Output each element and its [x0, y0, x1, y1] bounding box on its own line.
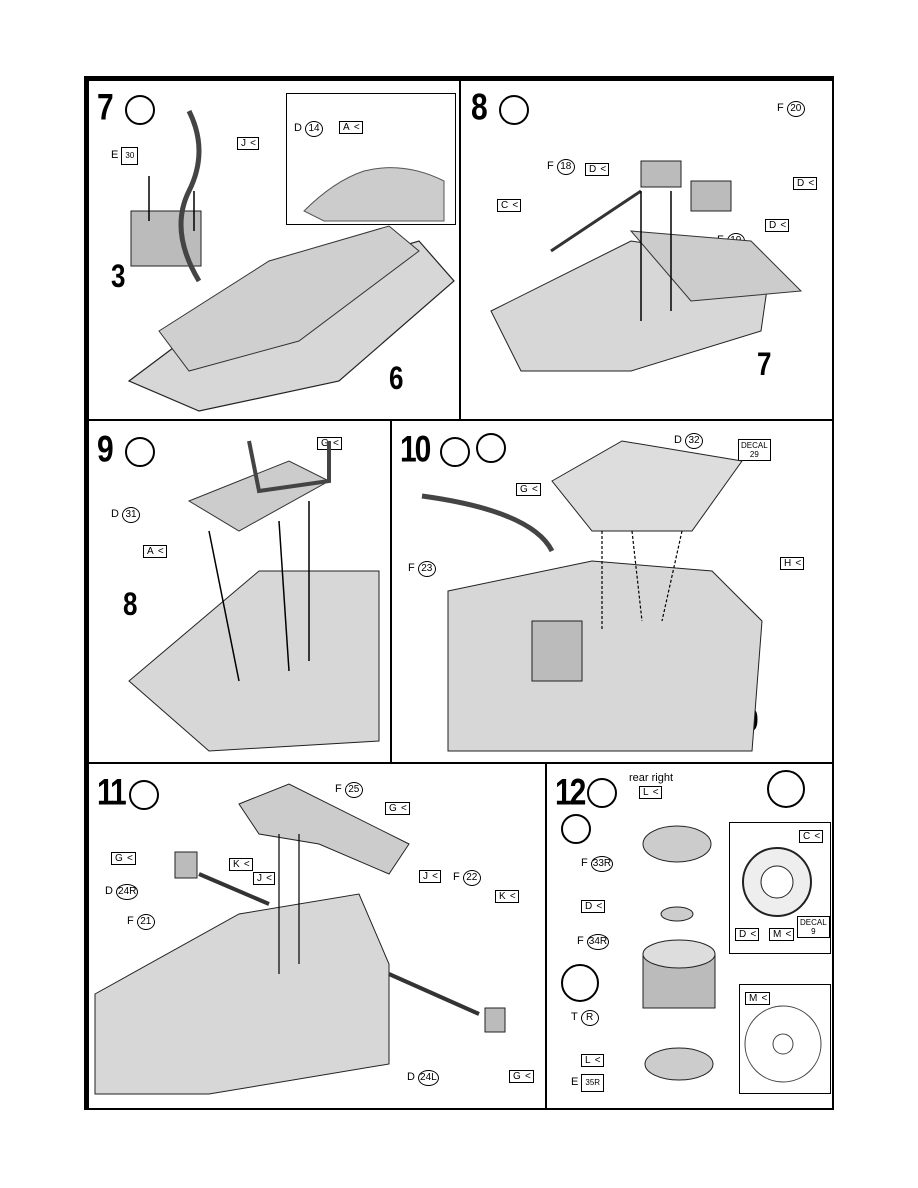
assembly-ref-8: 8: [123, 585, 138, 623]
paint-icon: [476, 433, 506, 463]
part-label-e35r: E 35R: [571, 1074, 605, 1092]
chassis-drawing: [421, 440, 763, 752]
part-label-f18: F 18: [547, 159, 575, 175]
sprue-tag-j: J: [253, 872, 275, 885]
part-label-f34r: F 34R: [577, 934, 610, 950]
step-11-panel: 11 F 25 G G K J D 24R F 21 J F 22 K D 24…: [87, 762, 547, 1110]
glue-icon: [499, 95, 529, 125]
sprue-tag-d: D: [793, 177, 818, 190]
sprue-tag-a: A: [339, 121, 363, 134]
part-label-f23: F 23: [408, 561, 436, 577]
part-label-e30: E 30: [111, 147, 139, 165]
sprue-tag-k: K: [229, 858, 253, 871]
sprue-tag-d: D: [585, 163, 610, 176]
part-label-f33r: F 33R: [581, 856, 614, 872]
sprue-tag-l: L: [581, 1054, 604, 1067]
sprue-tag-l: L: [639, 786, 662, 799]
sprue-tag-g: G: [385, 802, 410, 815]
sprue-tag-g: G: [111, 852, 136, 865]
sprue-tag-h: H: [780, 557, 805, 570]
part-label-d32: D 32: [674, 433, 704, 449]
step-9-panel: 9 G L D 31 A 8: [87, 419, 392, 764]
sprue-tag-c: C: [497, 199, 522, 212]
wheel-drawing: [642, 825, 822, 1083]
triangle-icon: 30: [121, 147, 139, 165]
sprue-tag-g: G: [516, 483, 541, 496]
sprue-tag-c: C: [799, 830, 824, 843]
rim-detail-inset: [739, 984, 831, 1094]
part-label-d24r: D 24R: [105, 884, 139, 900]
part-label-f25: F 25: [335, 782, 363, 798]
no-glue-icon: [767, 770, 805, 808]
detail-inset: [286, 93, 456, 225]
sprue-tag-g: G: [509, 1070, 534, 1083]
assembly-ref-3: 3: [111, 257, 126, 295]
sprue-tag-a: A: [143, 545, 167, 558]
wheel-detail-inset: [729, 822, 831, 954]
part-label-f21: F 21: [127, 914, 155, 930]
assembly-ref-6: 6: [389, 359, 404, 397]
glue-icon: [587, 778, 617, 808]
part-label-d14: D 14: [294, 121, 324, 137]
step-number: 7: [97, 87, 114, 129]
sprue-tag-m: M: [745, 992, 771, 1005]
sprue-tag-k: K: [495, 890, 519, 903]
step-number: 10: [400, 429, 431, 471]
chassis-drawing: [94, 783, 506, 1095]
step-7-panel: 7 D 14 A E 30 J 3 6: [87, 79, 461, 421]
chassis-drawing: [490, 160, 803, 372]
step-number: 8: [471, 87, 488, 129]
glue-icon: [125, 437, 155, 467]
sprue-tag-m: M: [769, 928, 795, 941]
no-glue-icon: [561, 964, 599, 1002]
glue-icon: [440, 437, 470, 467]
step-8-panel: 8 F 20 F 18 D C D D F 19 7: [459, 79, 834, 421]
triangle-icon: 35R: [581, 1074, 605, 1092]
step-12-panel: 12 rear right L F 33R D F 34R T R L E 35…: [545, 762, 834, 1110]
sprue-tag-d: D: [581, 900, 606, 913]
step-number: 9: [97, 429, 114, 471]
part-label-f22: F 22: [453, 870, 481, 886]
chassis-drawing: [127, 109, 455, 412]
sprue-tag-j: J: [419, 870, 441, 883]
sprue-tag-d: D: [765, 219, 790, 232]
part-label-tr: T R: [571, 1010, 599, 1026]
sprue-tag-j: J: [237, 137, 259, 150]
glue-icon: [125, 95, 155, 125]
assembly-ref-7: 7: [757, 345, 772, 383]
step-number: 12: [555, 772, 586, 814]
part-label-f20: F 20: [777, 101, 805, 117]
position-label: rear right: [629, 772, 674, 784]
part-label-d31: D 31: [111, 507, 141, 523]
glue-icon: [129, 780, 159, 810]
instruction-sheet: 7 D 14 A E 30 J 3 6 8 F 20 F 18 D C D D …: [84, 76, 834, 1110]
sprue-tag-d: D: [735, 928, 760, 941]
paint-icon: [561, 814, 591, 844]
step-number: 11: [97, 772, 127, 814]
chassis-drawing: [128, 440, 380, 752]
part-label-d24l: D 24L: [407, 1070, 439, 1086]
